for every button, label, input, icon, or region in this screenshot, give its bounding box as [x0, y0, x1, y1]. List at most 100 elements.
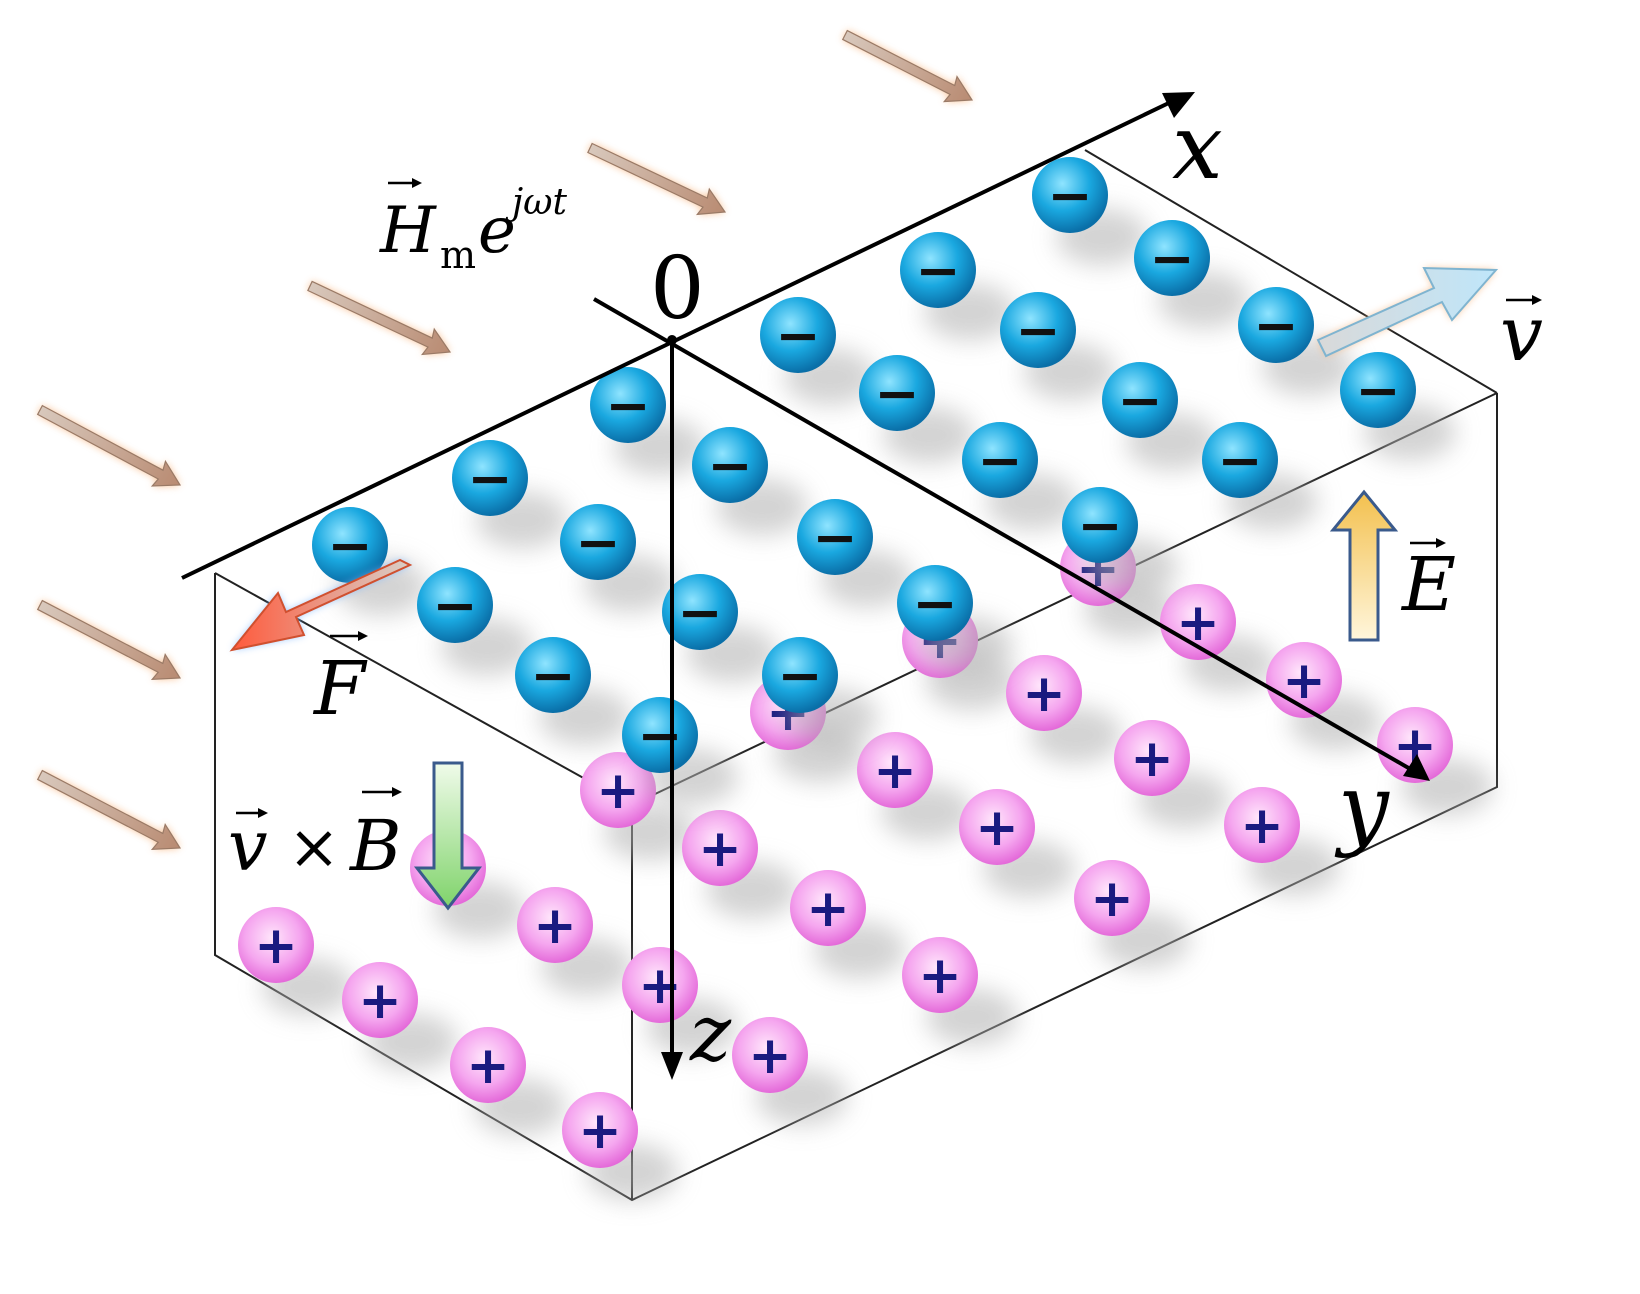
origin-label: 0 [650, 239, 705, 339]
svg-text:−: − [1015, 299, 1060, 362]
z-axis-arrowhead [661, 1052, 683, 1080]
positive-charge: + [622, 947, 698, 1023]
positive-charge: + [1114, 720, 1190, 796]
svg-text:+: + [1130, 729, 1174, 789]
labels: H m e jωt 0 x y z v E F v × [228, 95, 1543, 1079]
svg-text:−: − [1047, 164, 1092, 227]
svg-text:−: − [677, 581, 722, 644]
svg-text:−: − [775, 304, 820, 367]
origin-point [667, 335, 677, 345]
negative-charge: − [1102, 362, 1178, 438]
positive-charge: + [562, 1092, 638, 1168]
velocity-label: v [1500, 289, 1543, 378]
svg-text:+: + [1282, 651, 1326, 711]
svg-text:+: + [358, 971, 402, 1031]
positive-charge: + [790, 870, 866, 946]
svg-text:+: + [1240, 796, 1284, 856]
negative-charge: − [760, 297, 836, 373]
negative-charge: − [590, 367, 666, 443]
svg-text:−: − [530, 644, 575, 707]
velocity-arrow [1316, 266, 1499, 358]
positive-charge: + [450, 1027, 526, 1103]
negative-charge: − [1032, 157, 1108, 233]
negative-charge: − [1202, 422, 1278, 498]
electric-field-arrow [1329, 489, 1399, 642]
svg-text:−: − [432, 574, 477, 637]
positive-charge: + [857, 732, 933, 808]
svg-text:−: − [637, 704, 682, 767]
incident-arrow [841, 29, 974, 103]
negative-charge: − [1238, 287, 1314, 363]
negative-charge: − [897, 565, 973, 641]
negative-charge: − [692, 427, 768, 503]
positive-charge: + [959, 789, 1035, 865]
negative-charge: − [900, 232, 976, 308]
svg-text:−: − [1253, 294, 1298, 357]
incident-field-arrows [36, 29, 974, 850]
positive-charge: + [682, 810, 758, 886]
svg-text:+: + [638, 956, 682, 1016]
incident-arrow [587, 142, 727, 216]
z-axis-label: z [689, 989, 732, 1079]
positive-charge: + [517, 887, 593, 963]
svg-text:−: − [912, 572, 957, 635]
svg-text:+: + [254, 916, 298, 976]
positive-charge: + [238, 907, 314, 983]
svg-text:−: − [812, 506, 857, 569]
negative-charge: − [560, 504, 636, 580]
incident-arrow [307, 280, 452, 356]
positive-charge: + [342, 962, 418, 1038]
svg-text:−: − [467, 447, 512, 510]
svg-text:+: + [806, 879, 850, 939]
negative-charges: −−−−−−−−−−−−−−−−−−−−−−−− [312, 157, 1416, 773]
svg-text:+: + [596, 761, 640, 821]
x-axis-line [181, 98, 1176, 580]
positive-charge: + [902, 937, 978, 1013]
force-arrow [229, 558, 413, 652]
incident-arrow [36, 599, 182, 680]
x-axis-arrowhead [1162, 92, 1195, 118]
svg-text:−: − [1149, 227, 1194, 290]
positive-charge: + [732, 1017, 808, 1093]
electric-field-symbol: E [1400, 542, 1456, 628]
cross-b-symbol: B [348, 805, 401, 887]
svg-text:−: − [1217, 429, 1262, 492]
negative-charge: − [417, 567, 493, 643]
svg-text:−: − [1077, 494, 1122, 557]
vector-arrows [229, 266, 1499, 911]
svg-text:+: + [1176, 593, 1220, 653]
svg-text:+: + [533, 896, 577, 956]
svg-text:−: − [327, 514, 372, 577]
v-cross-b-arrow [413, 761, 483, 911]
negative-charge: − [662, 574, 738, 650]
field-exponent: jωt [505, 182, 568, 223]
svg-text:−: − [1117, 369, 1162, 432]
y-axis-label: y [1334, 755, 1390, 860]
incident-arrow [36, 404, 182, 487]
svg-text:+: + [466, 1036, 510, 1096]
negative-charge: − [1340, 352, 1416, 428]
positive-charges: ++++++++++++++++++++++++ [238, 530, 1453, 1168]
negative-charge: − [515, 637, 591, 713]
electric-field-label: E [1400, 538, 1456, 628]
positive-charge: + [1006, 655, 1082, 731]
svg-text:−: − [575, 511, 620, 574]
negative-charge: − [859, 355, 935, 431]
negative-charge: − [797, 499, 873, 575]
svg-text:−: − [915, 239, 960, 302]
svg-text:−: − [777, 644, 822, 707]
x-axis-label: x [1172, 95, 1223, 200]
v-cross-b-label: v × B [228, 787, 402, 887]
negative-charge: − [312, 507, 388, 583]
y-axis-arrowhead [1403, 754, 1430, 781]
svg-text:−: − [874, 362, 919, 425]
svg-text:+: + [975, 798, 1019, 858]
field-symbol-h: H [379, 194, 437, 268]
svg-text:+: + [1090, 869, 1134, 929]
negative-charge: − [1062, 487, 1138, 563]
negative-charge: − [452, 440, 528, 516]
negative-charge: − [962, 422, 1038, 498]
svg-text:−: − [707, 434, 752, 497]
positive-charge: + [1160, 584, 1236, 660]
